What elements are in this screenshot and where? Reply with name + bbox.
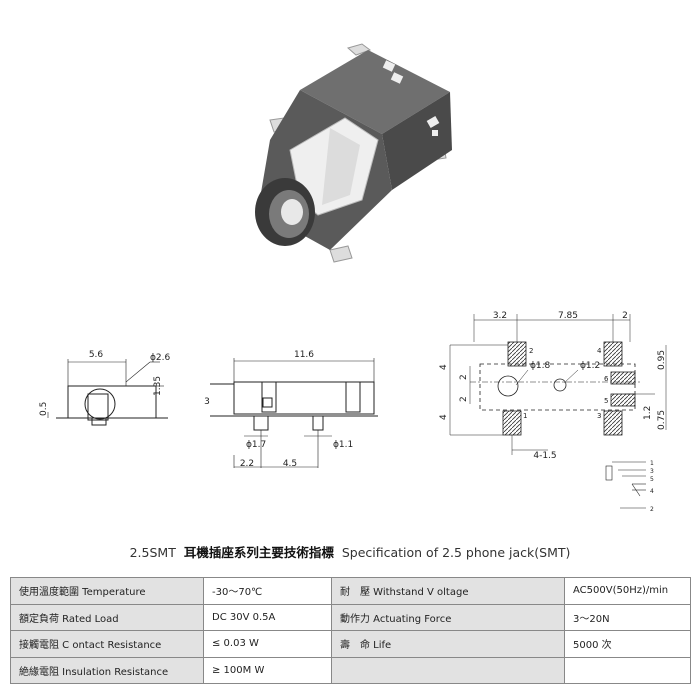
schematic-pin-label: 5 bbox=[650, 476, 654, 483]
spec-value bbox=[564, 656, 691, 684]
fp-top-mid: 7.85 bbox=[558, 311, 578, 321]
spec-title-en: Specification of 2.5 phone jack(SMT) bbox=[341, 545, 571, 560]
spec-label: 壽 命 Life bbox=[331, 630, 565, 658]
spec-label: 絶緣電阻 Insulation Resistance bbox=[10, 656, 204, 684]
spec-label: 使用溫度範圍 Temperature bbox=[10, 577, 204, 605]
table-row: 額定負荷 Rated Load DC 30V 0.5A 動作力 Actuatin… bbox=[10, 603, 691, 631]
fp-top-right: 2 bbox=[622, 311, 628, 321]
spec-label: 接觸電阻 C ontact Resistance bbox=[10, 630, 204, 658]
fp-left-a: 2 bbox=[459, 374, 469, 380]
fp-pad-label: 4 bbox=[597, 347, 602, 355]
front-view bbox=[47, 359, 168, 426]
spec-title-prefix: 2.5SMT bbox=[129, 545, 176, 560]
fp-bottom: 4-1.5 bbox=[533, 451, 556, 461]
spec-value: 3～20N bbox=[564, 603, 691, 631]
side-pin1-label: ϕ1.7 bbox=[246, 440, 266, 450]
spec-value: ≥ 100M W bbox=[203, 656, 332, 684]
front-width-label: 5.6 bbox=[89, 350, 104, 360]
front-hole-label: ϕ2.6 bbox=[150, 353, 171, 363]
spec-label: 耐 壓 Withstand V oltage bbox=[331, 577, 565, 605]
spec-label: 額定負荷 Rated Load bbox=[10, 603, 204, 631]
pin-schematic bbox=[605, 461, 646, 509]
fp-top-left: 3.2 bbox=[493, 311, 507, 321]
schematic-pin-label: 2 bbox=[650, 506, 654, 513]
fp-left-b: 2 bbox=[459, 396, 469, 402]
front-foot-label: 0.5 bbox=[39, 402, 49, 416]
spec-value: -30～70℃ bbox=[203, 577, 332, 605]
fp-right-a: 0.95 bbox=[657, 350, 667, 370]
spec-title-zh: 耳機插座系列主要技術指標 bbox=[183, 545, 334, 560]
schematic-pin-label: 1 bbox=[650, 460, 654, 467]
spec-value: DC 30V 0.5A bbox=[203, 603, 332, 631]
fp-right-b: 1.2 bbox=[643, 406, 653, 420]
schematic-pin-label: 4 bbox=[650, 488, 654, 495]
table-row: 使用溫度範圍 Temperature -30～70℃ 耐 壓 Withstand… bbox=[10, 577, 691, 605]
footprint-view bbox=[449, 314, 667, 455]
fp-right-c: 0.75 bbox=[657, 410, 667, 430]
fp-left-upper: 4 bbox=[439, 364, 449, 370]
fp-pad-label: 5 bbox=[604, 397, 608, 405]
side-length-label: 11.6 bbox=[294, 350, 314, 360]
side-dim2-label: 4.5 bbox=[283, 459, 297, 469]
table-row: 接觸電阻 C ontact Resistance ≤ 0.03 W 壽 命 Li… bbox=[10, 630, 691, 658]
side-dim1-label: 2.2 bbox=[240, 459, 254, 469]
spec-table: 使用溫度範圍 Temperature -30～70℃ 耐 壓 Withstand… bbox=[10, 577, 691, 684]
spec-value: 5000 次 bbox=[564, 630, 691, 658]
fp-hole-b: ϕ1.2 bbox=[580, 361, 600, 371]
spec-title: 2.5SMT 耳機插座系列主要技術指標 Specification of 2.5… bbox=[0, 542, 700, 561]
fp-pad-label: 6 bbox=[604, 375, 609, 383]
fp-pad-label: 1 bbox=[523, 412, 527, 420]
spec-value: ≤ 0.03 W bbox=[203, 630, 332, 658]
side-height-label: 3 bbox=[204, 397, 210, 407]
side-pin2-label: ϕ1.1 bbox=[333, 440, 353, 450]
spec-label: 動作力 Actuating Force bbox=[331, 603, 565, 631]
side-view bbox=[210, 358, 378, 468]
fp-left-lower: 4 bbox=[439, 414, 449, 420]
fp-pad-label: 2 bbox=[529, 347, 533, 355]
fp-hole-a: ϕ1.8 bbox=[530, 361, 551, 371]
fp-pad-label: 3 bbox=[597, 412, 601, 420]
spec-value: AC500V(50Hz)/min bbox=[564, 577, 691, 605]
technical-drawings: 5.6 ϕ2.6 1.35 0.5 11.6 3 ϕ1.7 ϕ1.1 2.2 4… bbox=[39, 311, 667, 513]
table-row: 絶緣電阻 Insulation Resistance ≥ 100M W bbox=[10, 656, 691, 684]
front-height-label: 1.35 bbox=[153, 376, 163, 396]
product-photo bbox=[255, 43, 452, 263]
spec-label bbox=[331, 656, 565, 684]
schematic-pin-label: 3 bbox=[650, 468, 654, 475]
